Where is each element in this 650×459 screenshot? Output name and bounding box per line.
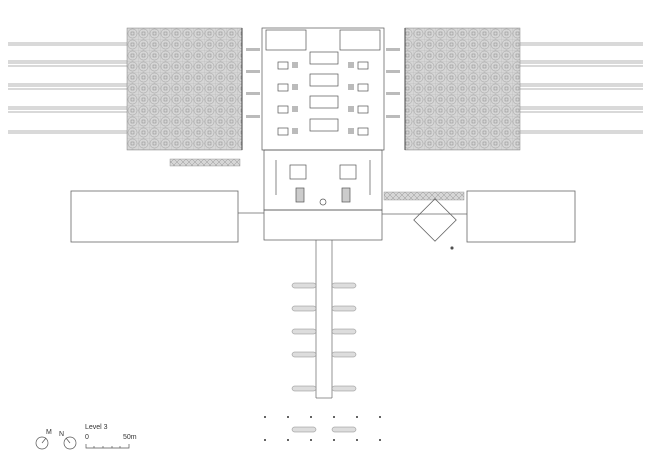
column-markers	[264, 416, 381, 441]
compass-m-label: M	[46, 429, 52, 436]
pier	[315, 240, 333, 399]
jet-bridges	[291, 282, 357, 433]
small-strip-right	[383, 191, 465, 201]
level-label: Level 3	[85, 424, 108, 431]
left-tracks	[8, 42, 127, 134]
compass-n-label: N	[59, 431, 65, 438]
central-hall-bays	[246, 48, 400, 134]
wings	[70, 190, 576, 250]
left-roof-grid	[126, 27, 243, 151]
small-strip-left	[169, 158, 241, 167]
compass-m-icon	[35, 436, 49, 450]
compass-n-icon	[63, 436, 77, 450]
right-tracks	[520, 42, 643, 134]
concourse	[263, 149, 383, 241]
scale-end-label: 50m	[123, 434, 137, 441]
right-roof-grid	[404, 27, 521, 151]
scale-start-label: 0	[85, 434, 89, 441]
scale-bar	[85, 444, 130, 449]
central-hall	[261, 27, 385, 151]
